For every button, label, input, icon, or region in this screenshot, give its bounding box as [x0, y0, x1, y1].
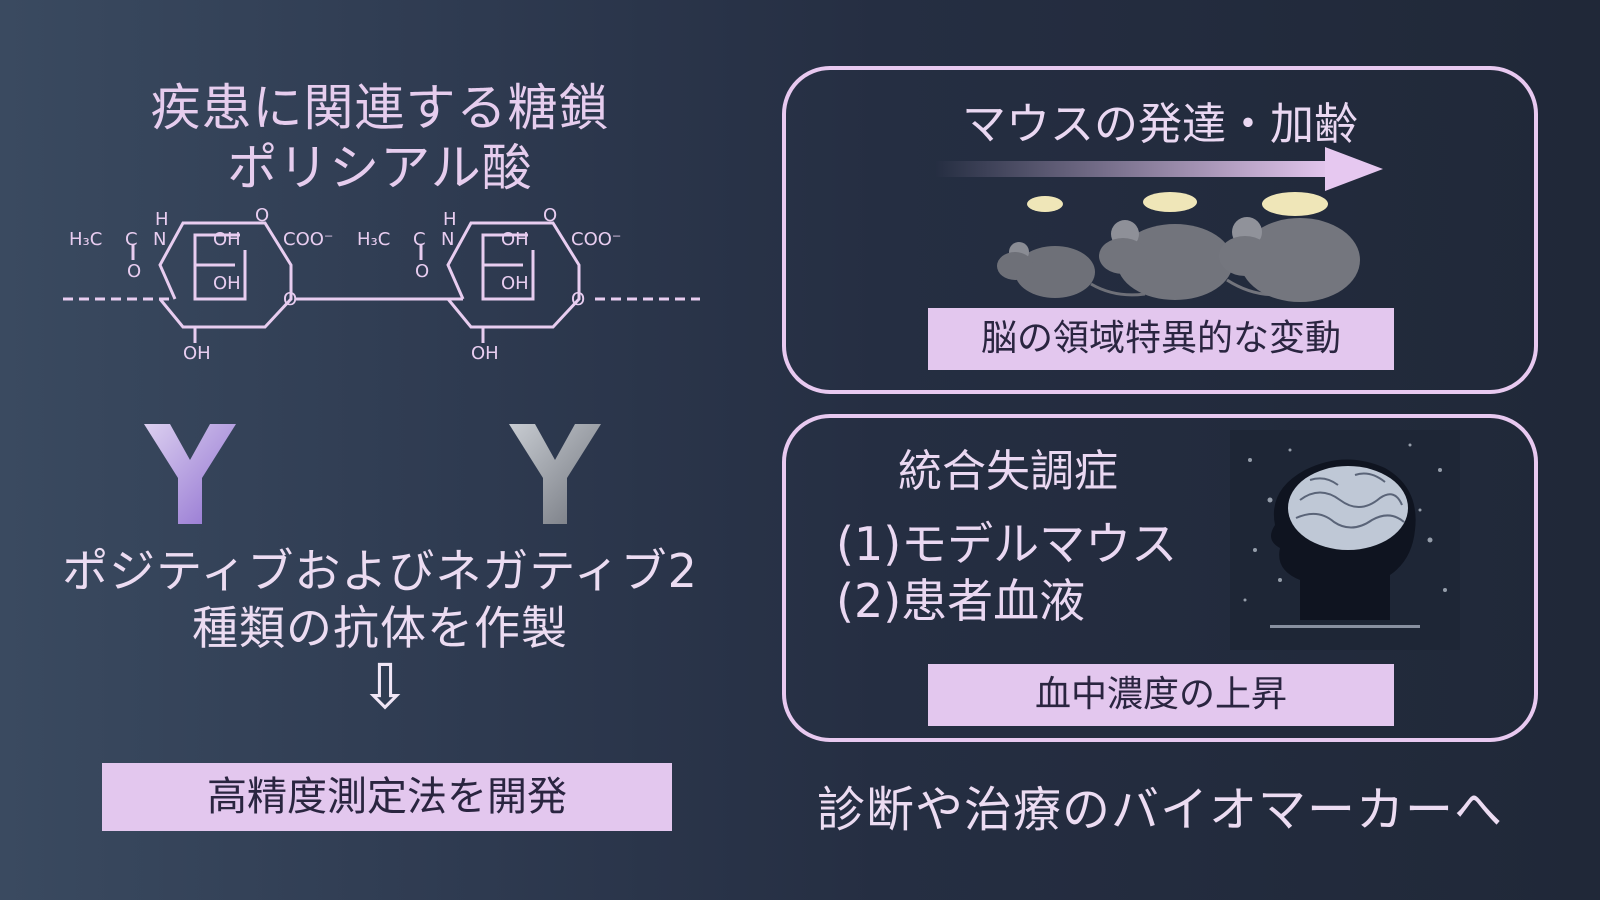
h-label-2: H — [443, 209, 457, 230]
coo-label-2: COO⁻ — [571, 229, 621, 250]
polysialic-acid-structure: H₃C C N H O O OH OH COO⁻ O OH H₃C C N H … — [63, 205, 700, 364]
antibody-negative-icon — [509, 424, 601, 524]
n-label-2: N — [441, 229, 454, 250]
o-carbonyl-2: O — [415, 261, 429, 282]
brain-medium-icon — [1143, 192, 1197, 212]
result-box-brain-variation: 脳の領域特異的な変動 — [928, 308, 1394, 370]
o-carbonyl-1: O — [127, 261, 141, 282]
result-box-blood-level: 血中濃度の上昇 — [928, 664, 1394, 726]
coo-label-1: COO⁻ — [283, 229, 333, 250]
mouse-large-icon — [1219, 217, 1360, 302]
oh-label-2b: OH — [501, 273, 529, 294]
oh-bottom-1: OH — [183, 343, 211, 364]
o-ring-2: O — [543, 205, 557, 226]
h3c-label-2: H₃C — [357, 229, 390, 250]
h-label-1: H — [155, 209, 169, 230]
title-line-1: 疾患に関連する糖鎖 — [150, 79, 610, 137]
brain-small-icon — [1027, 196, 1063, 212]
development-panel — [782, 66, 1538, 394]
item-model-mouse: (1)モデルマウス — [836, 517, 1178, 571]
title-line-2: ポリシアル酸 — [227, 139, 533, 197]
dash-c-1: C — [125, 229, 138, 250]
antibody-text-line-2: 種類の抗体を作製 — [192, 601, 568, 655]
schizophrenia-panel — [782, 414, 1538, 742]
o-ring-1: O — [255, 205, 269, 226]
oh-label-1a: OH — [213, 229, 241, 250]
oh-label-2a: OH — [501, 229, 529, 250]
brain-large-icon — [1262, 192, 1328, 216]
o-link-1: O — [283, 289, 297, 310]
mouse-medium-icon — [1099, 220, 1286, 300]
antibody-positive-icon — [144, 424, 236, 524]
n-label-1: N — [153, 229, 166, 250]
dash-c-2: C — [413, 229, 426, 250]
antibody-text-line-1: ポジティブおよびネガティブ2 — [62, 544, 698, 598]
mice-growth-illustration — [997, 192, 1360, 302]
brain-head-icon — [1230, 430, 1460, 650]
footer-biomarker: 診断や治療のバイオマーカーへ — [816, 782, 1503, 838]
mouse-small-icon — [997, 242, 1146, 298]
o-link-2: O — [571, 289, 585, 310]
item-patient-blood: (2)患者血液 — [836, 574, 1086, 628]
development-heading: マウスの発達・加齢 — [962, 99, 1358, 150]
oh-bottom-2: OH — [471, 343, 499, 364]
oh-label-1b: OH — [213, 273, 241, 294]
down-arrow-icon: ⇩ — [359, 650, 411, 723]
h3c-label-1: H₃C — [69, 229, 102, 250]
time-progress-arrow-icon — [935, 147, 1383, 191]
schizophrenia-heading: 統合失調症 — [898, 446, 1118, 497]
result-box-method: 高精度測定法を開発 — [102, 763, 672, 831]
